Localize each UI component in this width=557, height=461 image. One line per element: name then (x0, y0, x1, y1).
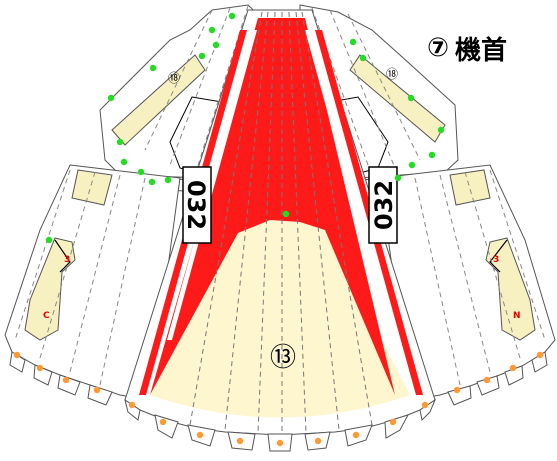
green-dot (359, 54, 367, 62)
mark-right-top: 3 (493, 255, 499, 265)
lower-left-pad-long (24, 237, 76, 341)
green-dot (164, 176, 172, 184)
mark-left-top: 3 (64, 255, 70, 265)
green-dot (408, 161, 416, 169)
green-dot (148, 178, 156, 186)
orange-dot (36, 364, 44, 372)
title-number: ⑦ (427, 33, 450, 63)
orange-dot (536, 351, 544, 359)
code-right: 032 (370, 180, 398, 230)
green-dot (228, 12, 236, 20)
glue-dots-green (45, 12, 445, 244)
orange-dot (128, 401, 136, 409)
code-left-group: 032 (182, 166, 212, 244)
orange-dot (159, 418, 167, 426)
orange-dot (196, 431, 204, 439)
green-dot (407, 94, 415, 102)
orange-dot (62, 376, 70, 384)
upper-right-pad (349, 54, 446, 143)
orange-dot (93, 386, 101, 394)
lower-right-notch (489, 239, 508, 273)
lower-right-pad-long (485, 237, 536, 341)
mark-right-bottom: N (513, 311, 521, 321)
orange-dot (509, 364, 517, 372)
green-dot (394, 174, 402, 182)
green-dot (120, 158, 128, 166)
green-dot (116, 138, 124, 146)
red-area (150, 18, 395, 395)
green-dot (208, 26, 216, 34)
main-number: ⑬ (270, 343, 296, 373)
green-dot (137, 168, 145, 176)
green-dot (428, 151, 436, 159)
green-dot (198, 52, 206, 60)
page-title: ⑦ 機首 (427, 30, 507, 66)
green-dot (107, 94, 115, 102)
title-label: 機首 (455, 35, 508, 66)
green-dot (437, 126, 445, 134)
green-dot (282, 210, 290, 218)
orange-dot (276, 439, 284, 447)
code-left: 032 (182, 180, 210, 230)
green-dot (212, 41, 220, 49)
side-number-left: ⑱ (168, 71, 180, 85)
lower-right-panel (379, 164, 556, 401)
green-dot (149, 64, 157, 72)
lower-left-pad-top (71, 169, 113, 206)
green-dot (349, 38, 357, 46)
orange-dot (352, 431, 360, 439)
side-number-right: ⑱ (386, 67, 398, 81)
white-stripe-right (305, 30, 395, 340)
orange-dot (236, 437, 244, 445)
center-cone (124, 9, 436, 436)
orange-dot (453, 386, 461, 394)
lower-left-notch (54, 239, 71, 273)
orange-dot (314, 437, 322, 445)
green-dot (45, 236, 53, 244)
orange-dot (483, 376, 491, 384)
bottom-tabs (9, 351, 548, 452)
orange-dot (389, 418, 397, 426)
mark-left-bottom: C (43, 311, 50, 321)
orange-dot (13, 351, 21, 359)
glue-dots-orange (13, 351, 544, 447)
code-right-group: 032 (368, 166, 398, 244)
lower-right-pad-top (449, 169, 491, 206)
white-stripe-left (167, 30, 257, 340)
orange-dot (421, 401, 429, 409)
